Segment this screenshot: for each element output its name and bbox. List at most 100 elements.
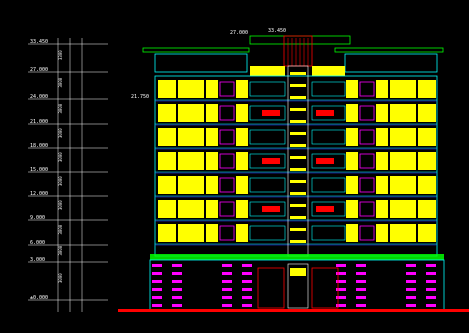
level-label: 27.000 — [30, 67, 48, 73]
balcony-magenta — [359, 81, 375, 97]
window-yellow — [236, 104, 248, 122]
window-yellow — [376, 80, 388, 98]
center-right-panel — [311, 177, 346, 193]
window-yellow — [346, 104, 358, 122]
dimension-label: 3000 — [58, 245, 63, 255]
ground-window-strip — [336, 264, 346, 267]
center-left-panel — [249, 153, 286, 169]
ground-window-strip — [222, 304, 232, 307]
window-yellow — [158, 104, 176, 122]
dimension-label: 3000 — [58, 77, 63, 87]
center-right-panel — [311, 153, 346, 169]
ground-window-strip — [406, 296, 416, 299]
ground-canopy — [150, 254, 444, 260]
balcony-magenta — [219, 201, 235, 217]
level-label: 9.000 — [30, 215, 45, 221]
stair-step — [290, 156, 306, 159]
window-yellow — [346, 128, 358, 146]
window-yellow — [390, 176, 416, 194]
window-yellow — [236, 80, 248, 98]
ground-window-strip — [356, 272, 366, 275]
stair-step — [290, 168, 306, 171]
ground-window-strip — [336, 272, 346, 275]
ground-window-strip — [222, 280, 232, 283]
stair-step — [290, 144, 306, 147]
window-yellow — [158, 200, 176, 218]
ground-floor-details — [152, 263, 436, 309]
window-yellow — [390, 152, 416, 170]
window-yellow — [346, 152, 358, 170]
stair-step — [290, 120, 306, 123]
ground-window-strip — [406, 304, 416, 307]
balcony-magenta — [219, 177, 235, 193]
balcony-magenta — [359, 105, 375, 121]
top-yellow-left — [250, 66, 285, 76]
ground-window-strip — [336, 304, 346, 307]
window-yellow — [178, 176, 204, 194]
ground-window-strip — [222, 296, 232, 299]
stair-step — [290, 96, 306, 99]
dimension-label: 3000 — [58, 273, 63, 283]
red-accent — [316, 110, 334, 116]
window-yellow — [206, 152, 218, 170]
ground-window-strip — [172, 304, 182, 307]
window-yellow — [158, 152, 176, 170]
window-yellow — [418, 200, 436, 218]
center-stair-frame — [287, 65, 309, 257]
entrance-door-left — [257, 267, 285, 309]
ground-window-strip — [242, 272, 252, 275]
balcony-magenta — [359, 153, 375, 169]
ground-window-strip — [356, 296, 366, 299]
window-yellow — [390, 80, 416, 98]
center-left-panel — [249, 81, 286, 97]
stair-tower-lines — [287, 38, 309, 66]
window-yellow — [418, 152, 436, 170]
dimension-label: 3000 — [58, 224, 63, 234]
ground-window-strip — [406, 288, 416, 291]
window-yellow — [158, 224, 176, 242]
ground-window-strip — [222, 264, 232, 267]
stair-step — [290, 84, 306, 87]
ground-window-strip — [242, 280, 252, 283]
ground-window-strip — [172, 264, 182, 267]
window-yellow — [390, 224, 416, 242]
balcony-magenta — [219, 81, 235, 97]
center-right-panel — [311, 129, 346, 145]
ground-window-strip — [336, 288, 346, 291]
stair-step — [290, 72, 306, 75]
red-accent — [316, 206, 334, 212]
ground-window-strip — [222, 272, 232, 275]
balcony-magenta — [359, 225, 375, 241]
level-label: 6.000 — [30, 240, 45, 246]
level-label: 18.000 — [30, 143, 48, 149]
ground-window-strip — [152, 304, 162, 307]
ground-window-strip — [152, 272, 162, 275]
window-yellow — [236, 224, 248, 242]
balcony-magenta — [219, 105, 235, 121]
balcony-magenta — [359, 129, 375, 145]
window-yellow — [418, 128, 436, 146]
window-yellow — [346, 200, 358, 218]
building-elevation — [118, 35, 469, 312]
right-top-block — [344, 53, 438, 73]
window-yellow — [158, 128, 176, 146]
ground-floor-outline — [149, 259, 445, 311]
center-left-panel — [249, 177, 286, 193]
window-yellow — [206, 176, 218, 194]
window-yellow — [390, 128, 416, 146]
window-yellow — [346, 224, 358, 242]
balcony-magenta — [219, 225, 235, 241]
ground-window-strip — [172, 280, 182, 283]
balcony-magenta — [359, 177, 375, 193]
window-yellow — [418, 80, 436, 98]
top-yellow-right — [312, 66, 345, 76]
balcony-magenta — [219, 153, 235, 169]
window-yellow — [236, 152, 248, 170]
dimension-label: 3000 — [58, 200, 63, 210]
window-yellow — [206, 200, 218, 218]
ground-window-strip — [426, 264, 436, 267]
window-yellow — [390, 200, 416, 218]
ground-window-strip — [152, 296, 162, 299]
